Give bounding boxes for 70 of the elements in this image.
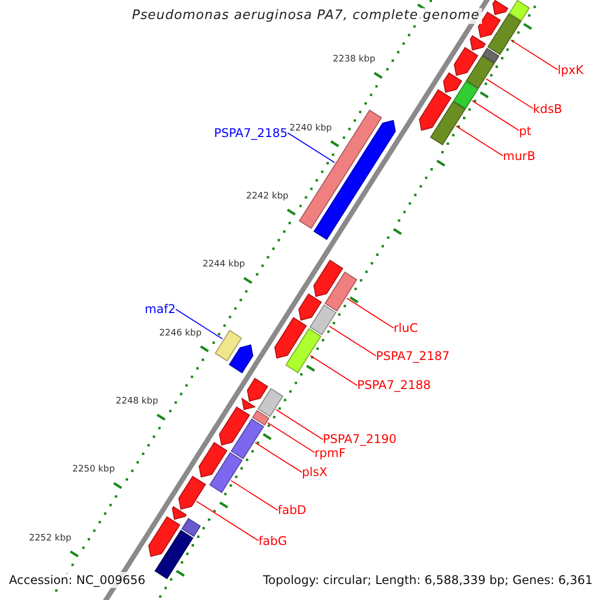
gene-label: PSPA7_2190 [322, 432, 397, 447]
cog-segment [466, 55, 495, 89]
tick-label: 2252 kbp [28, 533, 72, 544]
cog-segment [209, 452, 243, 494]
gene-label: kdsB [533, 101, 562, 116]
gene-feature [246, 378, 268, 402]
gene-feature [198, 442, 228, 478]
leader-line [276, 409, 324, 440]
gene-label: murB [502, 148, 536, 163]
tick-label: 2244 kbp [202, 260, 245, 271]
tick-label: 2248 kbp [116, 396, 158, 408]
leader-line [328, 326, 376, 356]
cog-segment [309, 304, 336, 336]
leader-line [456, 126, 504, 156]
gene-label: PSPA7_2188 [357, 378, 431, 393]
gene-label: maf2 [144, 302, 176, 316]
cog-segment [487, 13, 522, 56]
gene-label: PSPA7_2185 [214, 126, 288, 140]
leader-line [346, 298, 394, 328]
gene-feature [443, 72, 462, 93]
cog-segment [252, 410, 270, 426]
leader-line [310, 355, 358, 386]
cog-segment [324, 272, 358, 312]
gene-label: pt [519, 123, 532, 138]
gene-feature [313, 260, 344, 298]
leader-line [486, 78, 534, 109]
gene-feature [454, 46, 478, 76]
gene-feature [148, 516, 180, 558]
cog-segment [508, 0, 530, 22]
gene-feature [478, 12, 501, 38]
cog-segment [453, 80, 479, 110]
gene-feature [470, 35, 486, 51]
cog-segment [181, 518, 201, 537]
leader-line [175, 308, 224, 340]
gene-feature [178, 476, 206, 510]
cog-segment [257, 388, 284, 418]
cog-segment [313, 120, 396, 240]
cog-segment [154, 530, 194, 580]
leader-line [510, 40, 558, 70]
cog-segment [214, 330, 242, 362]
gene-feature [172, 506, 187, 520]
gene-label: lpxK [558, 62, 584, 77]
tick-label: 2246 kbp [159, 328, 202, 339]
leader-line [196, 500, 259, 542]
gene-feature [298, 293, 322, 321]
cog-segment [430, 101, 466, 146]
gene-label: rpmF [314, 445, 346, 460]
gene-feature [492, 0, 508, 16]
gene-label: fabD [278, 503, 306, 518]
cog-segment [230, 418, 264, 460]
gene-feature [242, 398, 256, 410]
tick-label: 2242 kbp [246, 191, 288, 202]
tick-label: 2238 kbp [332, 54, 376, 66]
leader-line [254, 442, 302, 473]
title: Pseudomonas aeruginosa PA7, complete genome [130, 8, 482, 24]
tick-label: 2250 kbp [72, 464, 115, 476]
gene-feature [274, 317, 307, 359]
gene-label: plsX [302, 465, 328, 480]
leader-line [287, 132, 336, 164]
gene-label: rluC [394, 320, 418, 336]
gene-feature [418, 89, 452, 131]
leader-line [267, 422, 315, 453]
leader-line [472, 100, 520, 131]
cog-segment [285, 328, 322, 374]
tick-label: 2240 kbp [289, 123, 332, 134]
gene-feature [218, 406, 250, 446]
cog-segment [482, 48, 500, 64]
gene-label: fabG [258, 534, 287, 548]
cog-segment [228, 344, 254, 374]
gene-label: PSPA7_2187 [376, 348, 450, 363]
